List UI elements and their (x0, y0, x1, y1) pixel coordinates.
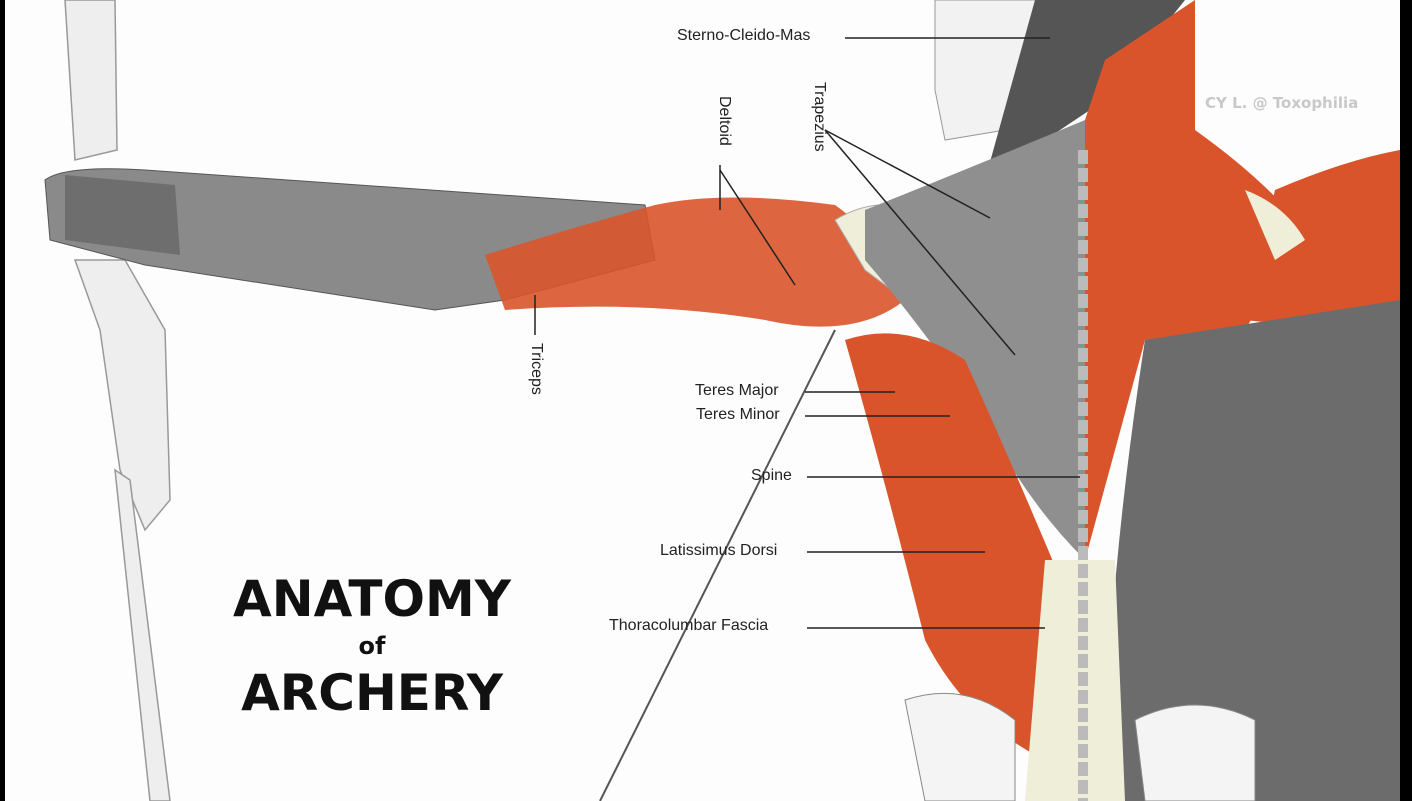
label-deltoid: Deltoid (716, 96, 733, 146)
trapezius-left (865, 120, 1085, 560)
anatomy-drawing (44, 0, 1400, 801)
title-line-1: ANATOMY (233, 570, 511, 628)
label-trapezius: Trapezius (811, 82, 828, 152)
title-line-3: ARCHERY (241, 664, 503, 722)
thoracolumbar-fascia (1025, 560, 1125, 801)
leader-lines (534, 37, 1080, 629)
bowstring (599, 329, 836, 801)
label-sterno-cleido-mastoid: Sterno-Cleido-Mas (677, 27, 811, 44)
label-thoracolumbar-fascia: Thoracolumbar Fascia (609, 617, 769, 634)
label-triceps: Triceps (528, 343, 545, 395)
label-spine: Spine (751, 467, 792, 484)
trapezius-right (1085, 0, 1305, 560)
title-line-2: of (358, 632, 386, 660)
bow-drawing (64, 0, 171, 801)
label-latissimus-dorsi: Latissimus Dorsi (660, 542, 778, 559)
upper-arm-muscle (485, 197, 905, 327)
label-teres-minor: Teres Minor (696, 406, 780, 423)
anatomy-illustration: CY L. @ Toxophilia Sterno-Cleido-Mas Del… (5, 0, 1400, 801)
latissimus-left (845, 333, 1065, 760)
watermark: CY L. @ Toxophilia (1205, 94, 1359, 112)
label-teres-major: Teres Major (695, 382, 779, 399)
